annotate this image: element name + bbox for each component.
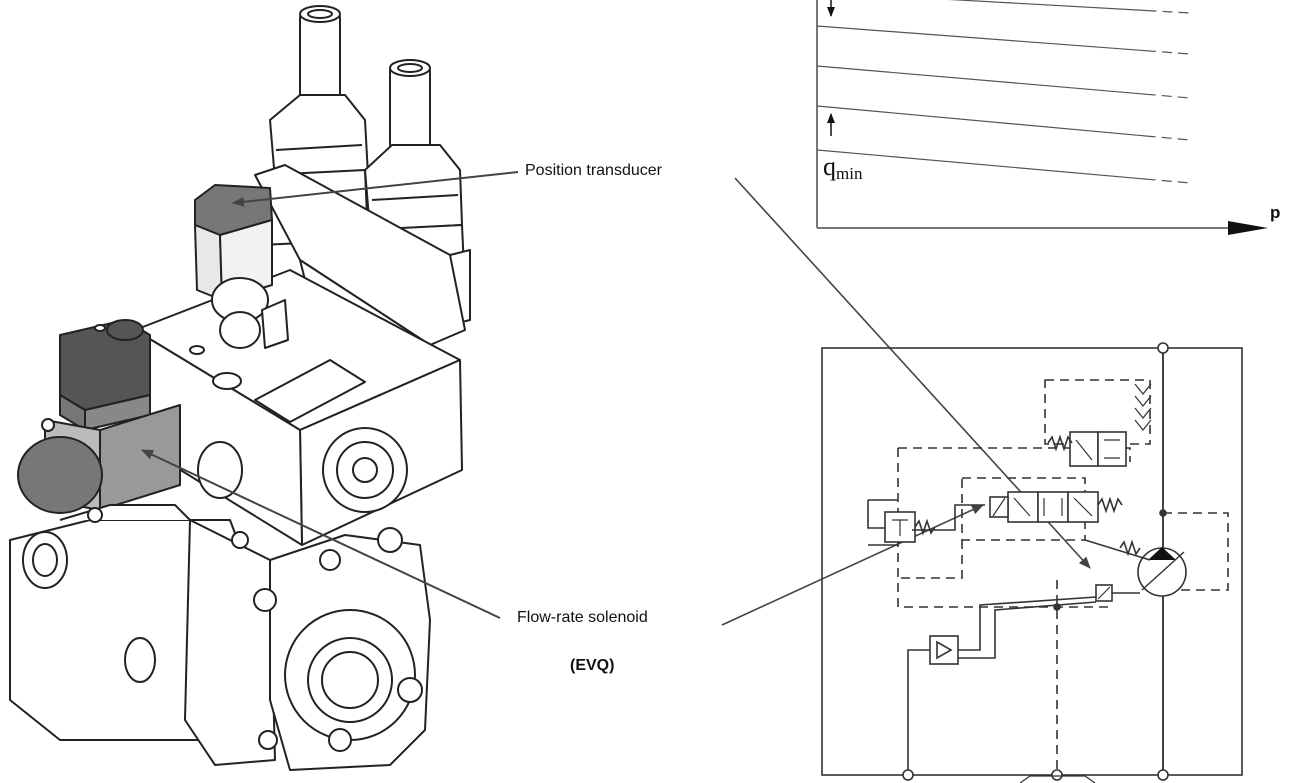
evq-label: (EVQ) (570, 657, 615, 674)
characteristic-line-3 (816, 65, 1191, 99)
amplifier-box (929, 635, 959, 665)
pilot-valve-right (1097, 431, 1127, 467)
flow-pressure-chart (816, 0, 1268, 235)
position-transducer-leader (232, 171, 519, 207)
pump-illustration (9, 5, 471, 771)
chart-y-label-main: q (823, 152, 836, 181)
check-valve-1 (1134, 383, 1152, 407)
flow-rate-solenoid-label: Flow-rate solenoid (517, 609, 648, 626)
characteristic-line-2 (816, 25, 1191, 55)
hydraulic-circuit (821, 342, 1243, 783)
characteristic-line-4 (816, 105, 1191, 141)
solenoid-to-circuit-leader (721, 504, 984, 626)
circuit-frame (821, 347, 1243, 776)
characteristic-line-5 (816, 149, 1191, 184)
flow-rate-solenoid-leader (141, 449, 501, 619)
chart-y-label-sub: min (836, 164, 863, 183)
main-valve-box-2 (1037, 491, 1069, 523)
characteristic-line-1 (948, 0, 1191, 14)
chart-x-label: p (1270, 203, 1281, 222)
pilot-valve-left (1069, 431, 1099, 467)
chart-y-label: qmin (823, 152, 862, 184)
check-valve-2 (1134, 407, 1152, 431)
chart-x-axis-arrow (1228, 221, 1268, 235)
main-valve-box-1 (1007, 491, 1039, 523)
position-transducer-label: Position transducer (525, 162, 662, 179)
